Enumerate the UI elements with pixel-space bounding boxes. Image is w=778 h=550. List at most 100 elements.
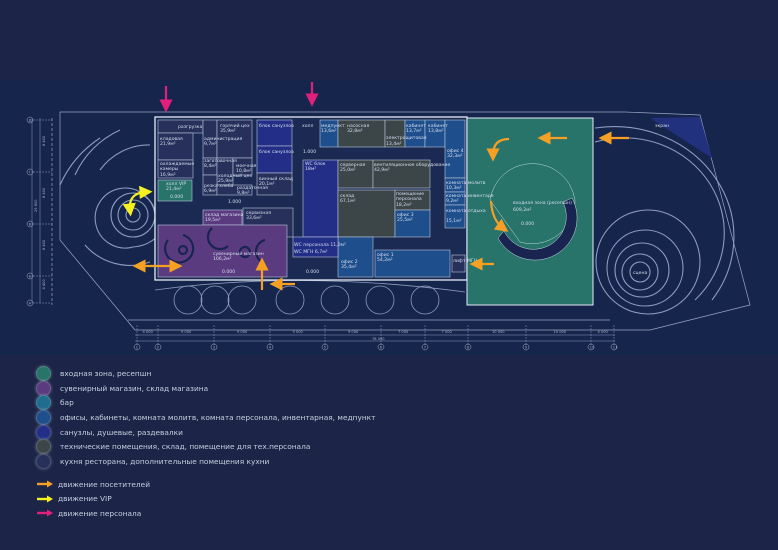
row-axis-label: В [29, 222, 32, 226]
entrance-level: 0.000 [521, 221, 534, 227]
legend-swatch [36, 453, 51, 469]
room-label: комната отдыха [446, 209, 486, 214]
room-label: кабинет [428, 123, 448, 129]
row-span-label: 8 400 [42, 187, 46, 198]
legend-item: сувенирный магазин, склад магазина [36, 380, 375, 396]
room-label: 33,6м² [246, 215, 262, 221]
legend-label: офисы, кабинеты, комната молитв, комната… [60, 412, 376, 422]
room-label: холл VIP [166, 181, 186, 187]
room-label: кабинет [406, 123, 426, 129]
room-label: разгрузка [178, 125, 202, 130]
reception-outline [489, 163, 576, 244]
room-label: моечная [236, 164, 257, 169]
room-label: администрация [204, 137, 242, 142]
axis-label: 2 [157, 345, 159, 349]
span-label: 9 000 [348, 330, 359, 334]
legend-item: входная зона, ресепшн [36, 365, 375, 381]
span-label: 4 000 [598, 330, 609, 334]
axis-marker [154, 343, 162, 351]
legend-swatch [36, 409, 51, 425]
axis-label: 10 [590, 345, 595, 349]
room-label: 13,6м² [321, 128, 337, 134]
legend-swatch [36, 380, 51, 396]
dimension-lines [31, 118, 615, 342]
row-span-label: 8 400 [42, 239, 46, 250]
shop-furniture [164, 227, 266, 264]
axis-marker [210, 343, 218, 351]
total-length: 78 000 [372, 337, 385, 341]
room-label: кладовая [160, 137, 183, 142]
room-label: резка хлеба [204, 183, 234, 189]
legend-flow-item: движение посетителей [36, 477, 375, 492]
legend-label: входная зона, ресепшн [60, 368, 152, 378]
room-label: раздаточная [237, 186, 268, 191]
axis-marker [266, 343, 274, 351]
room-label: 6,9м² [204, 188, 217, 194]
legend-label: движение посетителей [58, 479, 151, 489]
axis-label: 9 [525, 345, 528, 349]
room-label: 0.000 [170, 194, 183, 200]
axis-marker [587, 343, 595, 351]
room-label: 13,7м² [406, 128, 422, 134]
room-label: 25,9м² [218, 178, 234, 184]
room-label: 13,8м² [428, 128, 444, 134]
room-label: 20,1м² [259, 181, 275, 187]
room-label: 25,5м² [397, 217, 413, 223]
room-label: электрощитовая [386, 136, 427, 141]
axis-marker [421, 343, 429, 351]
room-label: склад [340, 194, 354, 199]
reception-desk [497, 197, 578, 261]
row-total: 29 600 [34, 199, 38, 212]
room-label: вентиляционное оборудование [374, 162, 451, 168]
legend-flow-item: движение VIP [36, 491, 375, 506]
room-label: блок санузлов [259, 123, 294, 129]
axis-marker [133, 343, 141, 351]
room-label: 1.000 [228, 199, 241, 205]
legend-item: офисы, кабинеты, комната молитв, комната… [36, 409, 376, 425]
room-label: 35,9м² [220, 128, 236, 134]
room-label: WC блок [305, 161, 326, 167]
legend-item: санузлы, душевые, раздевалки [36, 424, 375, 440]
room-label: 32,8м² [347, 128, 363, 134]
room-label: офис 3 [397, 212, 414, 218]
axis-marker [610, 343, 618, 351]
legend-label: санузлы, душевые, раздевалки [60, 427, 183, 437]
arrow-icon [37, 480, 53, 488]
legend-label: движение VIP [58, 494, 112, 504]
room-label: сувенирный магазин [213, 250, 264, 257]
span-label: 4 000 [143, 330, 154, 334]
room-label: холодный цех [218, 172, 252, 179]
legend-swatch [36, 395, 51, 411]
room-label: WC персонала 11,0м² [294, 242, 346, 248]
entrance-area: 609,2м² [513, 207, 532, 213]
room-label: лифт МГН [453, 258, 477, 264]
legend-label: движение персонала [58, 508, 142, 518]
room-label: охлаждаемые камеры [160, 162, 196, 172]
room-label: медпункт [321, 124, 345, 129]
legend-swatch [36, 439, 51, 455]
room-label: горячий цех [220, 122, 250, 129]
legend-item: технические помещения, склад, помещение … [36, 439, 375, 455]
axis-marker [464, 343, 472, 351]
site-outline [51, 111, 751, 331]
room-label: комната инвентаря [446, 194, 494, 199]
room-label: насосная [347, 124, 369, 129]
axis-label: 3 [213, 345, 215, 349]
legend-label: кухня ресторана, дополнительные помещени… [60, 456, 270, 466]
span-label: 9 000 [237, 330, 248, 334]
room-label: 25,0м² [340, 167, 356, 173]
visitor-arrow [489, 200, 509, 232]
room-label: 16,9м² [160, 172, 176, 178]
room-label: 18м² [305, 166, 316, 172]
vip-arrow [122, 185, 153, 217]
legend-label: бар [60, 398, 74, 408]
arrow-icon [37, 495, 53, 503]
span-label: 10 000 [554, 330, 567, 334]
room-label: 9,2м² [446, 198, 459, 204]
span-label: 9 000 [181, 330, 192, 334]
room-label: 106,2м² [213, 256, 232, 262]
span-label: 10 000 [492, 330, 505, 334]
terrace-circles [154, 280, 466, 315]
